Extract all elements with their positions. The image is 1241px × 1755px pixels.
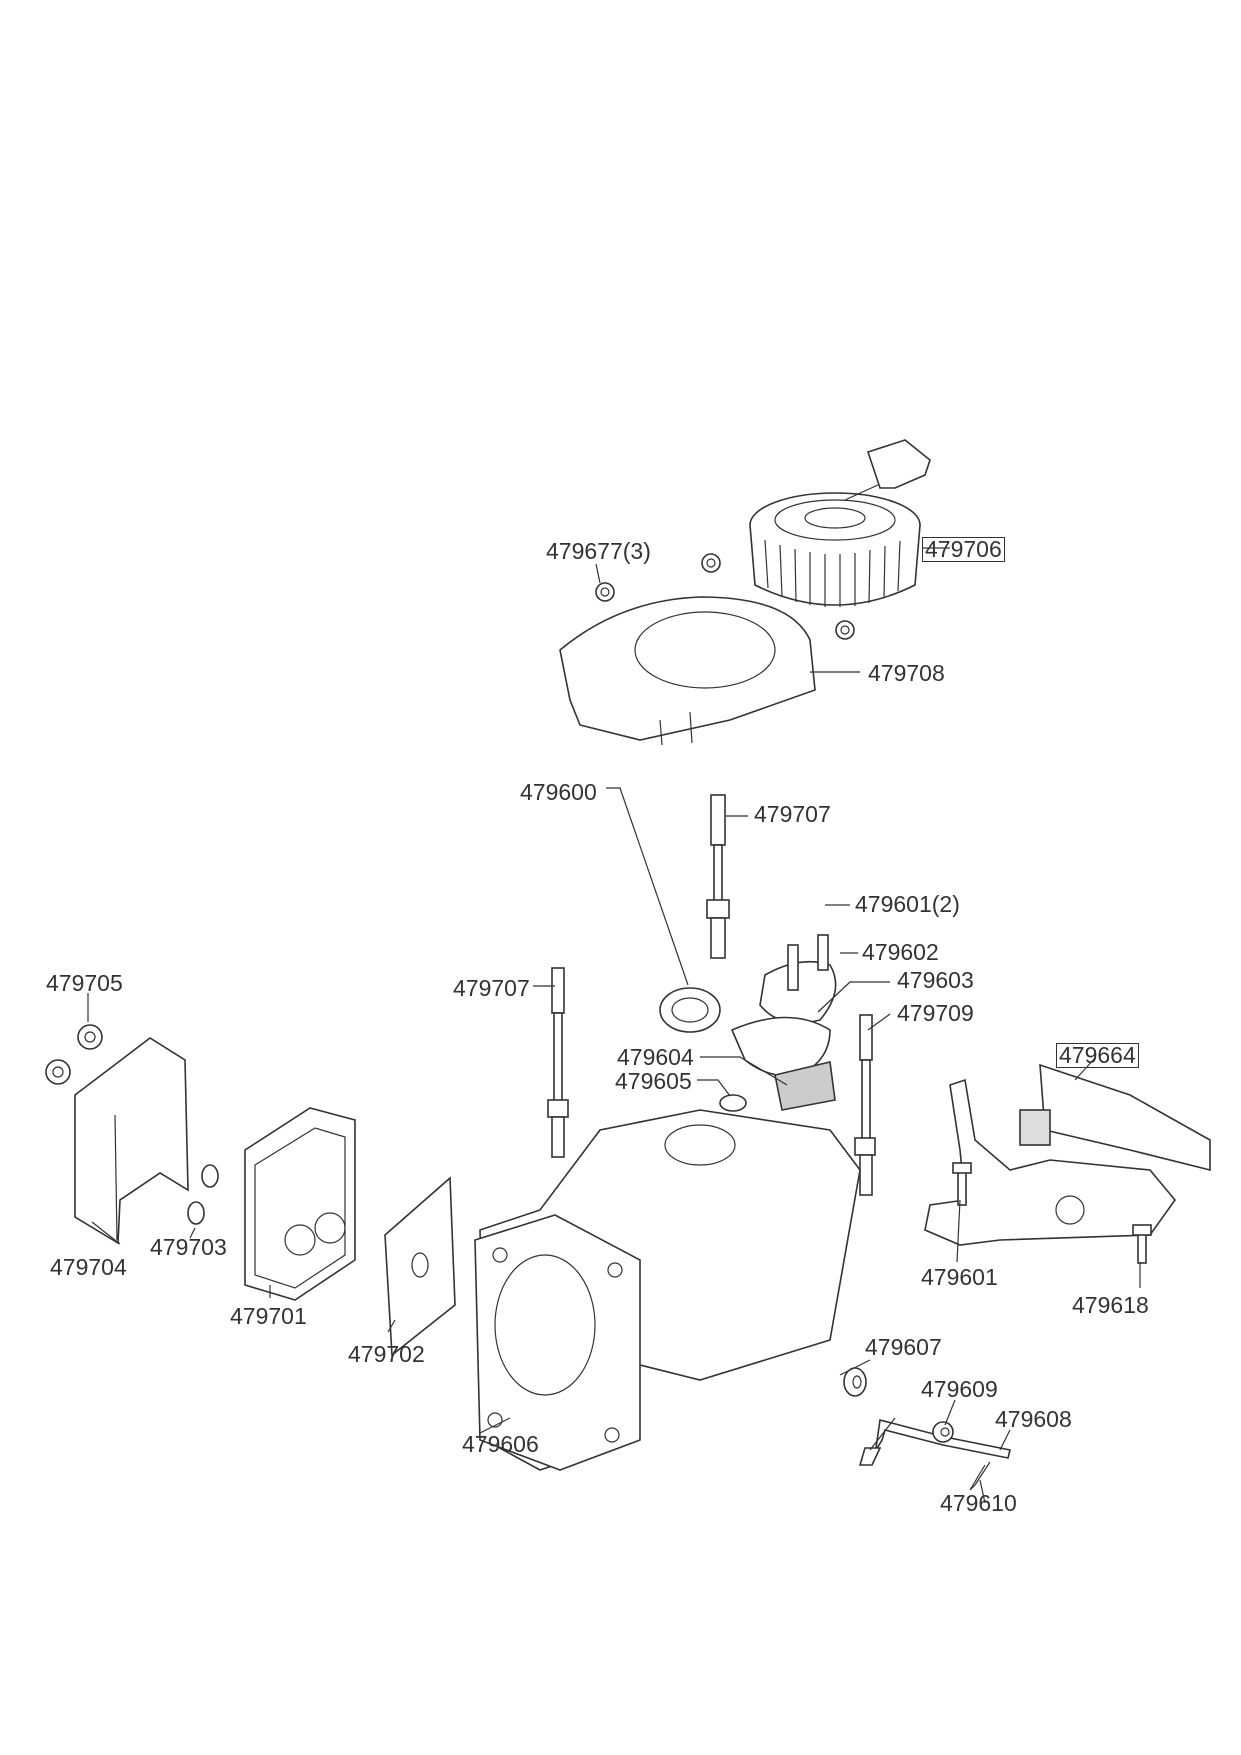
label-479601: 479601 [921, 1264, 998, 1290]
washer-479609-part [932, 1421, 954, 1443]
label-479709: 479709 [897, 1000, 974, 1026]
muffler-guard-part [74, 1037, 189, 1245]
nut-479677-part [595, 553, 855, 640]
label-479618: 479618 [1072, 1292, 1149, 1318]
bolt-479618-part [1132, 1224, 1152, 1264]
muffler-nut-part [45, 1024, 103, 1085]
clip-479610-part [969, 1461, 991, 1491]
breather-gasket-part [730, 1016, 831, 1077]
label-479602: 479602 [862, 939, 939, 965]
label-479601-2: 479601(2) [855, 891, 960, 917]
label-479707-left: 479707 [453, 975, 530, 1001]
recoil-starter-part [749, 439, 931, 607]
label-479704: 479704 [50, 1254, 127, 1280]
muffler-washer-part [187, 1164, 219, 1225]
label-479701: 479701 [230, 1303, 307, 1329]
label-479603: 479603 [897, 967, 974, 993]
label-479600: 479600 [520, 779, 597, 805]
crankcase-part [474, 1109, 861, 1471]
label-479604: 479604 [617, 1044, 694, 1070]
label-479607: 479607 [865, 1334, 942, 1360]
label-479605: 479605 [615, 1068, 692, 1094]
label-479706: 479706 [922, 537, 1005, 562]
label-479708: 479708 [868, 660, 945, 686]
label-479606: 479606 [462, 1431, 539, 1457]
oil-seal-part [659, 987, 721, 1033]
label-479703: 479703 [150, 1234, 227, 1260]
label-479702: 479702 [348, 1341, 425, 1367]
label-479705: 479705 [46, 970, 123, 996]
stud-479707-part [547, 794, 876, 1196]
label-479664: 479664 [1056, 1043, 1139, 1068]
label-479610: 479610 [940, 1490, 1017, 1516]
muffler-part [244, 1107, 356, 1301]
bolt-479601-part [952, 1162, 972, 1206]
bushing-479607-part [843, 1367, 867, 1397]
fan-housing-part [559, 596, 816, 746]
label-479609: 479609 [921, 1376, 998, 1402]
label-479707-top: 479707 [754, 801, 831, 827]
label-479608: 479608 [995, 1406, 1072, 1432]
label-479677: 479677(3) [546, 538, 651, 564]
muffler-gasket-part [384, 1176, 456, 1357]
breather-filter-part [774, 1061, 836, 1111]
brake-bracket-part [924, 1063, 1211, 1246]
leader-lines [87, 547, 1141, 1504]
breather-plate-part [759, 934, 837, 1024]
o-ring-part [719, 1094, 747, 1112]
